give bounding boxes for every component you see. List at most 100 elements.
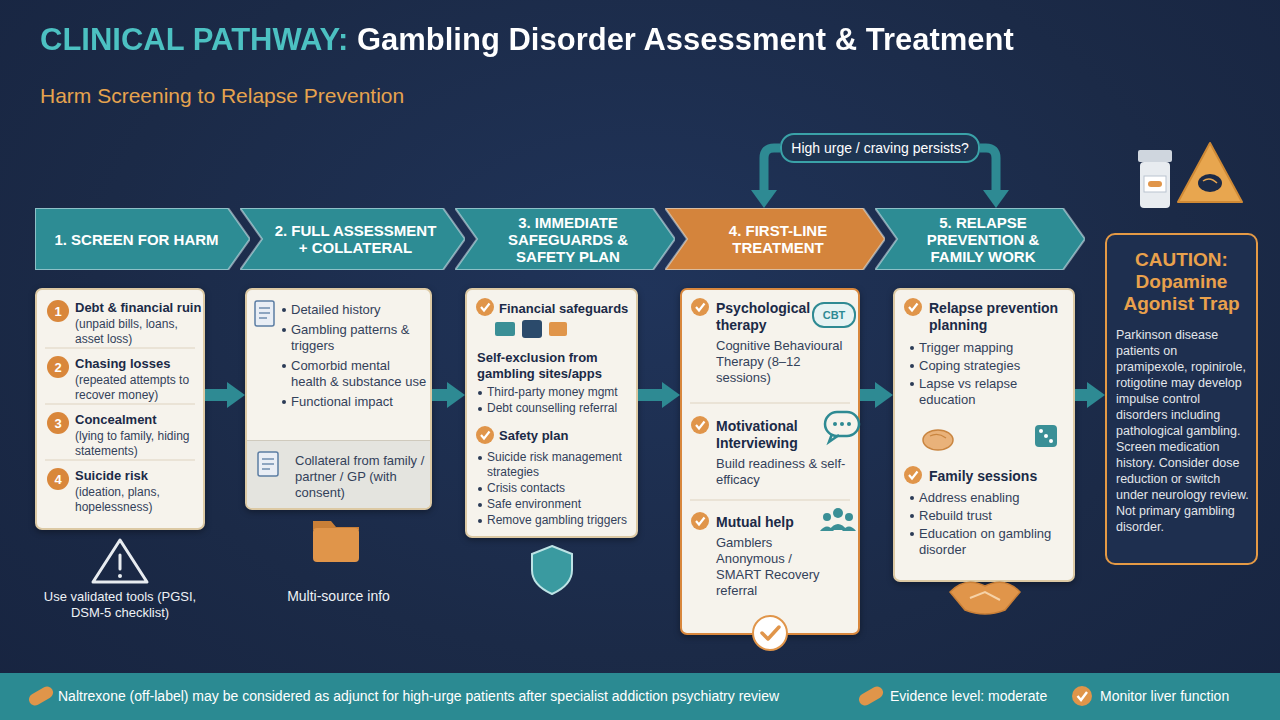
chevron-outline bbox=[875, 208, 1085, 270]
medication-bottle-icon bbox=[1138, 150, 1172, 208]
bullet-dot bbox=[910, 496, 914, 500]
step-chevron: 1. SCREEN FOR HARM bbox=[35, 208, 250, 270]
shield-icon bbox=[532, 546, 572, 594]
node-text: Debt counselling referral bbox=[487, 401, 635, 416]
node-text: Crisis contacts bbox=[487, 481, 635, 496]
node-text: Functional impact bbox=[291, 394, 429, 410]
diagram-title: CLINICAL PATHWAY: Gambling Disorder Asse… bbox=[40, 22, 1014, 58]
content-card: Financial safeguardsSelf-exclusion from … bbox=[465, 288, 638, 538]
node-text: 1. SCREEN FOR HARM bbox=[42, 231, 242, 248]
footer-band: Naltrexone (off-label) may be considered… bbox=[0, 673, 1280, 720]
flow-arrow bbox=[980, 148, 996, 190]
folder-icon bbox=[313, 521, 359, 562]
bullet-dot bbox=[478, 391, 482, 395]
node-text: Lapse vs relapse education bbox=[919, 376, 1069, 408]
callout-number: 3 bbox=[47, 412, 69, 434]
flow-arrow bbox=[1075, 389, 1087, 401]
node-text: 4 bbox=[54, 472, 61, 487]
bullet-dot bbox=[282, 400, 286, 404]
node-text: Family sessions bbox=[929, 468, 1069, 485]
node-text: Safe environment bbox=[487, 497, 635, 512]
node-text: CBT bbox=[823, 309, 846, 321]
footer-icons bbox=[27, 684, 1092, 707]
node-text: Mutual help bbox=[716, 514, 820, 531]
check-badge bbox=[753, 616, 787, 650]
bullet-dot bbox=[478, 456, 482, 460]
separator-lines bbox=[45, 348, 850, 500]
bullet-dot bbox=[478, 487, 482, 491]
node-text: Rebuild trust bbox=[919, 508, 1069, 524]
node-text: Address enabling bbox=[919, 490, 1069, 506]
subtitle: Harm Screening to Relapse Prevention bbox=[40, 84, 404, 108]
flow-arrow bbox=[432, 389, 447, 401]
node-text: 5. RELAPSE PREVENTION & FAMILY WORK bbox=[875, 214, 1085, 265]
brain-warning-icon bbox=[1178, 143, 1242, 202]
node-text: Detailed history bbox=[291, 302, 429, 318]
content-card: Relapse prevention planningTrigger mappi… bbox=[893, 288, 1075, 582]
bullet-dot bbox=[910, 346, 914, 350]
callout-number: 2 bbox=[47, 356, 69, 378]
collateral-box: Collateral from family / partner / GP (w… bbox=[247, 440, 430, 508]
callout-number: 4 bbox=[47, 468, 69, 490]
node-text: Cognitive Behavioural Therapy (8–12 sess… bbox=[716, 338, 854, 386]
checklist-icon bbox=[255, 301, 274, 326]
node-text: 1 bbox=[54, 304, 61, 319]
node-text: Monitor liver function bbox=[1100, 688, 1229, 704]
bullet-dot bbox=[282, 364, 286, 368]
node-text: Suicide risk management strategies bbox=[487, 450, 635, 480]
chevron-outline bbox=[665, 208, 885, 270]
bullet-dot bbox=[478, 503, 482, 507]
flow-arrow bbox=[638, 389, 662, 401]
node-text: Safety plan bbox=[499, 428, 635, 444]
node-text: Chasing losses bbox=[75, 356, 203, 372]
speech-icon bbox=[825, 412, 859, 442]
node-text: 2 bbox=[54, 360, 61, 375]
chevron-outline bbox=[455, 208, 675, 270]
payment-icons bbox=[495, 320, 567, 338]
node-text: 2. FULL ASSESSMENT + COLLATERAL bbox=[240, 222, 465, 256]
document-icon bbox=[258, 452, 278, 476]
node-text: 3 bbox=[54, 416, 61, 431]
check-icons bbox=[476, 298, 922, 530]
bullet-dot bbox=[910, 364, 914, 368]
icon-badge: CBT bbox=[812, 302, 856, 328]
node-text: Remove gambling triggers bbox=[487, 513, 635, 528]
node-text: Concealment bbox=[75, 412, 203, 428]
node-text: (unpaid bills, loans, asset loss) bbox=[75, 317, 203, 347]
node-text: (repeated attempts to recover money) bbox=[75, 373, 203, 403]
step-chevron: 2. FULL ASSESSMENT + COLLATERAL bbox=[240, 208, 465, 270]
flow-arrow bbox=[764, 148, 780, 190]
note-text: Use validated tools (PGSI, DSM-5 checkli… bbox=[35, 589, 205, 621]
node-text: Suicide risk bbox=[75, 468, 203, 484]
node-text: High urge / craving persists? bbox=[791, 140, 968, 156]
step-chevron: 3. IMMEDIATE SAFEGUARDS & SAFETY PLAN bbox=[455, 208, 675, 270]
step-chevron: 5. RELAPSE PREVENTION & FAMILY WORK bbox=[875, 208, 1085, 270]
bullet-dot bbox=[910, 382, 914, 386]
node-text: Education on gambling disorder bbox=[919, 526, 1069, 558]
node-text: Trigger mapping bbox=[919, 340, 1069, 356]
node-text: (lying to family, hiding statements) bbox=[75, 429, 203, 459]
handshake-icon bbox=[950, 582, 1020, 614]
caution-box: CAUTION: Dopamine Agonist TrapParkinson … bbox=[1105, 233, 1258, 565]
chevron-outline bbox=[240, 208, 465, 270]
node-text: Coping strategies bbox=[919, 358, 1069, 374]
node-text: Build readiness & self-efficacy bbox=[716, 456, 854, 488]
content-card: Detailed historyGambling patterns & trig… bbox=[245, 288, 432, 510]
node-text: 4. FIRST-LINE TREATMENT bbox=[665, 222, 885, 256]
loop-label-box: High urge / craving persists? bbox=[780, 133, 980, 163]
node-text: Evidence level: moderate bbox=[890, 688, 1047, 704]
node-text: Gamblers Anonymous / SMART Recovery refe… bbox=[716, 535, 824, 599]
callout-number: 1 bbox=[47, 300, 69, 322]
node-text: CAUTION: Dopamine Agonist Trap bbox=[1113, 249, 1250, 315]
node-text: Parkinson disease patients on pramipexol… bbox=[1116, 327, 1249, 535]
content-card: Psychological therapyCognitive Behaviour… bbox=[680, 288, 860, 635]
note-text: Multi-source info bbox=[245, 588, 432, 605]
bullet-dot bbox=[910, 514, 914, 518]
node-text: Relapse prevention planning bbox=[929, 300, 1071, 334]
bullet-dot bbox=[910, 532, 914, 536]
node-text: (ideation, plans, hopelessness) bbox=[75, 485, 203, 515]
node-text: Collateral from family / partner / GP (w… bbox=[295, 453, 425, 501]
node-text: Third-party money mgmt bbox=[487, 385, 635, 400]
